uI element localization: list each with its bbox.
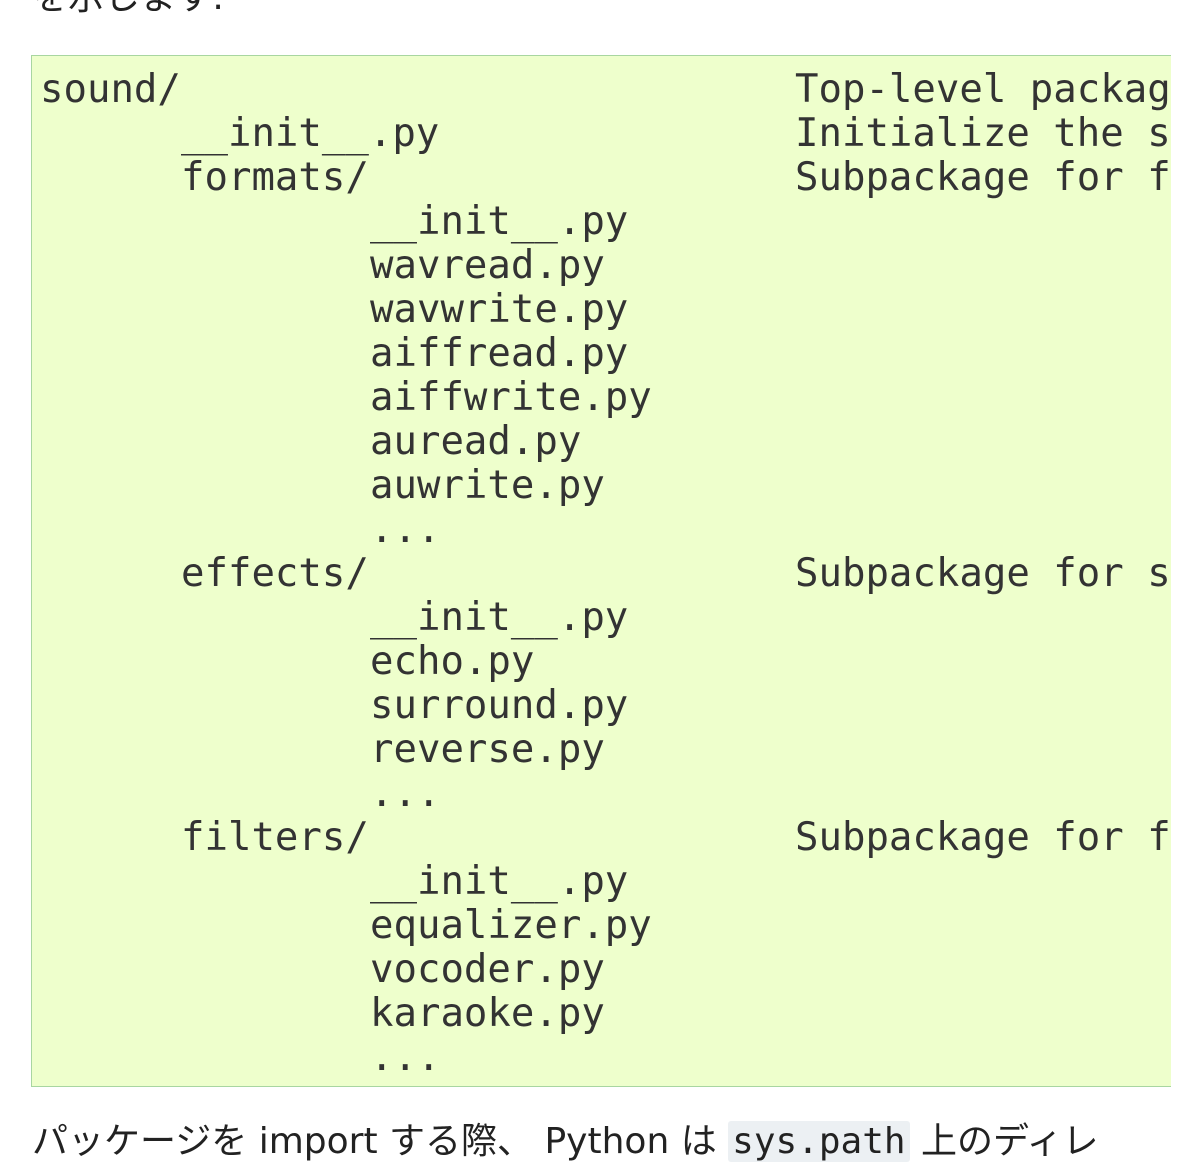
code-file-name: __init__.py bbox=[370, 199, 629, 244]
code-file-name: echo.py bbox=[370, 639, 535, 684]
code-file-name: vocoder.py bbox=[370, 947, 605, 992]
code-line: aiffwrite.py bbox=[32, 376, 1171, 420]
intro-text-fragment: を示します: bbox=[32, 0, 224, 18]
code-file-name: aiffwrite.py bbox=[370, 375, 652, 420]
code-file-name: auread.py bbox=[370, 419, 582, 464]
code-line: __init__.py Initialize the s bbox=[32, 112, 1171, 156]
code-line: vocoder.py bbox=[32, 948, 1171, 992]
code-file-name: ... bbox=[370, 771, 441, 816]
code-line: echo.py bbox=[32, 640, 1171, 684]
code-line: auread.py bbox=[32, 420, 1171, 464]
code-line: ... bbox=[32, 772, 1171, 816]
code-file-name: surround.py bbox=[370, 683, 629, 728]
code-file-name: __init__.py bbox=[370, 595, 629, 640]
code-file-name: sound/ bbox=[40, 67, 181, 112]
code-line: karaoke.py bbox=[32, 992, 1171, 1036]
code-file-name: reverse.py bbox=[370, 727, 605, 772]
code-comment: Subpackage for f bbox=[795, 815, 1171, 860]
code-line: surround.py bbox=[32, 684, 1171, 728]
code-line: wavread.py bbox=[32, 244, 1171, 288]
paragraph-text-after: 上のディレ bbox=[909, 1121, 1099, 1162]
code-line: __init__.py bbox=[32, 596, 1171, 640]
code-file-name: ... bbox=[370, 1035, 441, 1080]
code-comment: Initialize the s bbox=[795, 111, 1171, 156]
code-line: reverse.py bbox=[32, 728, 1171, 772]
code-file-name: effects/ bbox=[181, 551, 369, 596]
code-line: wavwrite.py bbox=[32, 288, 1171, 332]
code-file-name: filters/ bbox=[181, 815, 369, 860]
code-file-name: __init__.py bbox=[370, 859, 629, 904]
code-file-name: aiffread.py bbox=[370, 331, 629, 376]
code-file-name: wavread.py bbox=[370, 243, 605, 288]
code-line: filters/Subpackage for f bbox=[32, 816, 1171, 860]
code-file-name: formats/ bbox=[181, 155, 369, 200]
code-line: effects/Subpackage for s bbox=[32, 552, 1171, 596]
code-line: equalizer.py bbox=[32, 904, 1171, 948]
code-line: auwrite.py bbox=[32, 464, 1171, 508]
code-line: formats/Subpackage for f bbox=[32, 156, 1171, 200]
code-line: ... bbox=[32, 508, 1171, 552]
code-file-name: equalizer.py bbox=[370, 903, 652, 948]
paragraph-text-before: パッケージを import する際、 Python は bbox=[32, 1121, 729, 1162]
code-line: __init__.py bbox=[32, 860, 1171, 904]
code-line: sound/Top-level package bbox=[32, 68, 1171, 112]
code-line: __init__.py bbox=[32, 200, 1171, 244]
body-paragraph: パッケージを import する際、 Python は sys.path 上のデ… bbox=[32, 1118, 1098, 1166]
code-file-name: wavwrite.py bbox=[370, 287, 629, 332]
code-comment: Subpackage for f bbox=[795, 155, 1171, 200]
code-comment: Top-level package bbox=[795, 67, 1171, 112]
code-comment: Subpackage for s bbox=[795, 551, 1171, 596]
code-line: ... bbox=[32, 1036, 1171, 1080]
code-file-name: __init__.py bbox=[181, 111, 440, 156]
code-file-name: auwrite.py bbox=[370, 463, 605, 508]
code-file-name: karaoke.py bbox=[370, 991, 605, 1036]
code-line: aiffread.py bbox=[32, 332, 1171, 376]
inline-code-sys-path: sys.path bbox=[728, 1121, 910, 1162]
code-file-name: ... bbox=[370, 507, 441, 552]
